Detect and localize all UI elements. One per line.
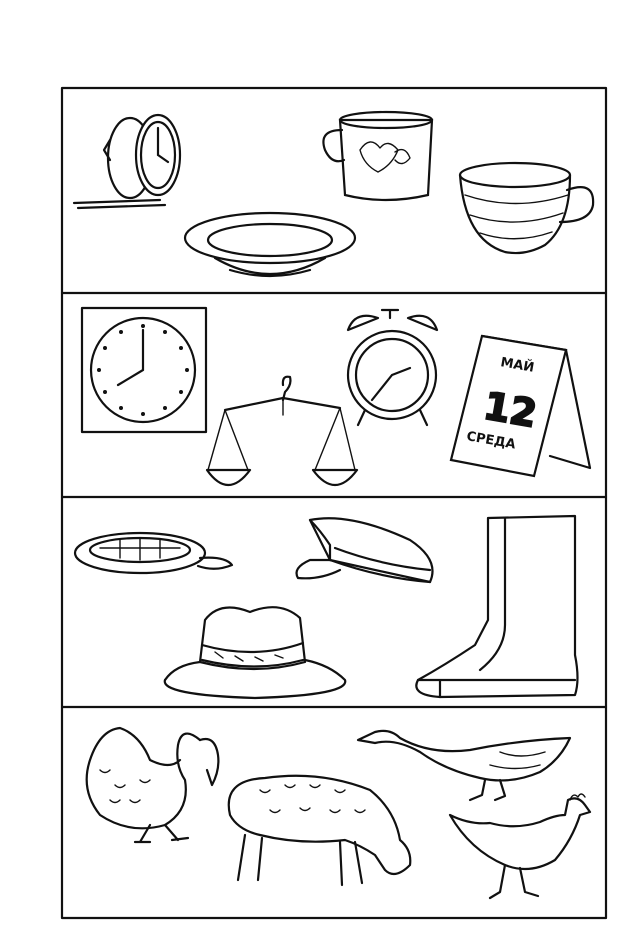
- peaked-cap-picture[interactable]: [295, 517, 434, 584]
- flat-cap-picture[interactable]: [73, 531, 234, 575]
- calendar-month: МАЙ: [499, 354, 535, 376]
- alarm-clock-picture[interactable]: [346, 308, 439, 427]
- mug-picture[interactable]: [322, 110, 434, 202]
- goose-picture[interactable]: [356, 729, 572, 802]
- hen-picture[interactable]: [448, 793, 592, 900]
- calendar-day: 12: [480, 384, 540, 437]
- soup-plate-picture[interactable]: [183, 211, 357, 278]
- sheep-picture[interactable]: [227, 774, 412, 887]
- outer-frame: [60, 86, 608, 920]
- hat-picture[interactable]: [163, 606, 347, 700]
- turkey-picture[interactable]: [85, 726, 220, 844]
- old-alarm-clock-picture[interactable]: [72, 113, 182, 210]
- teacup-picture[interactable]: [458, 161, 595, 255]
- wall-clock-picture[interactable]: [80, 306, 208, 434]
- calendar-picture[interactable]: МАЙ 12 СРЕДА: [449, 334, 592, 478]
- boot-picture[interactable]: [415, 514, 579, 699]
- scales-picture[interactable]: [205, 375, 359, 487]
